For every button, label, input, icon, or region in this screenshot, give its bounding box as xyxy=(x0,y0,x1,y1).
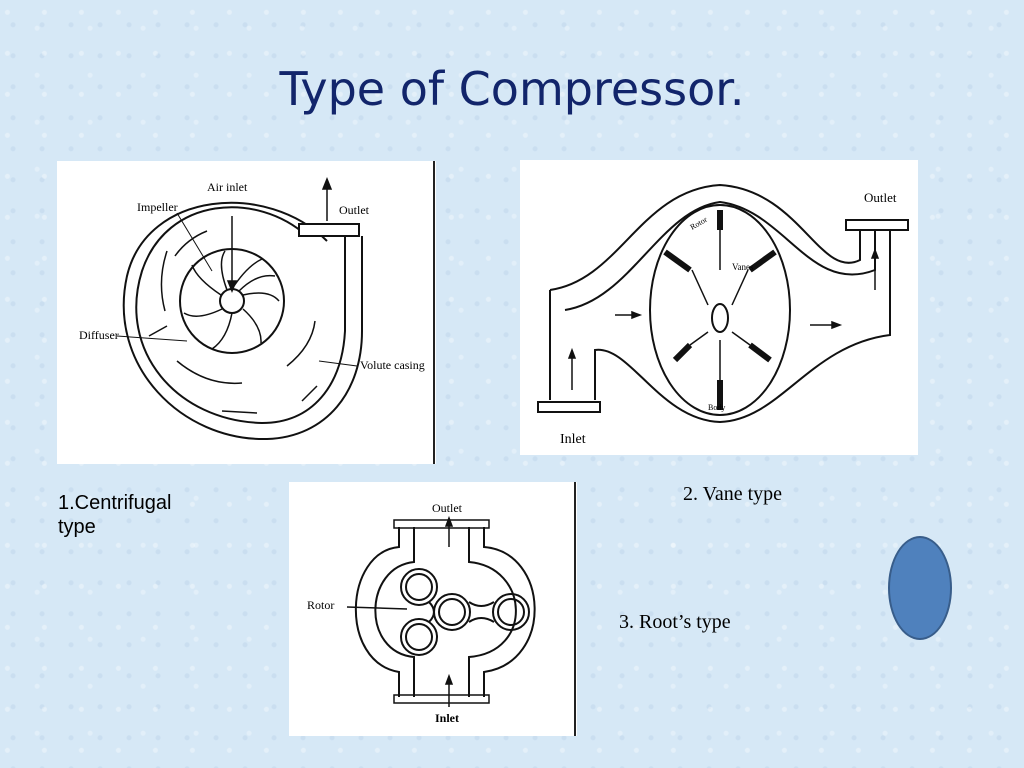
label-diffuser: Diffuser xyxy=(79,328,119,342)
caption-centrifugal-line1: 1.Centrifugal xyxy=(58,492,172,514)
vane-svg: Outlet Vanes Rotor Body Inlet xyxy=(537,183,909,447)
label-outlet: Outlet xyxy=(339,203,370,217)
caption-centrifugal: 1.Centrifugal type xyxy=(58,491,171,539)
label-impeller: Impeller xyxy=(137,200,178,214)
caption-vane: 2. Vane type xyxy=(683,483,783,505)
label-vanes: Vanes xyxy=(732,262,754,272)
centrifugal-diagram: Air inlet Impeller Outlet Diffuser Volut… xyxy=(57,161,436,464)
label-air-inlet: Air inlet xyxy=(207,180,248,194)
label-roots-inlet: Inlet xyxy=(435,711,459,725)
caption-roots: 3. Root’s type xyxy=(619,611,731,633)
vane-diagram: Outlet Vanes Rotor Body Inlet xyxy=(520,160,918,455)
label-roots-outlet: Outlet xyxy=(432,501,463,515)
roots-svg: Outlet Rotor Inlet xyxy=(307,482,576,736)
label-vane-inlet: Inlet xyxy=(560,432,586,447)
label-rotor-vane: Rotor xyxy=(689,215,710,232)
centrifugal-svg: Air inlet Impeller Outlet Diffuser Volut… xyxy=(79,161,435,464)
blue-oval-shape xyxy=(888,536,952,640)
roots-diagram: Outlet Rotor Inlet xyxy=(289,482,577,736)
label-volute-casing: Volute casing xyxy=(360,358,425,372)
label-roots-rotor: Rotor xyxy=(307,598,334,612)
slide-title: Type of Compressor. xyxy=(279,62,745,116)
label-body: Body xyxy=(708,403,725,412)
caption-centrifugal-line2: type xyxy=(58,516,96,538)
label-vane-outlet: Outlet xyxy=(864,190,897,205)
